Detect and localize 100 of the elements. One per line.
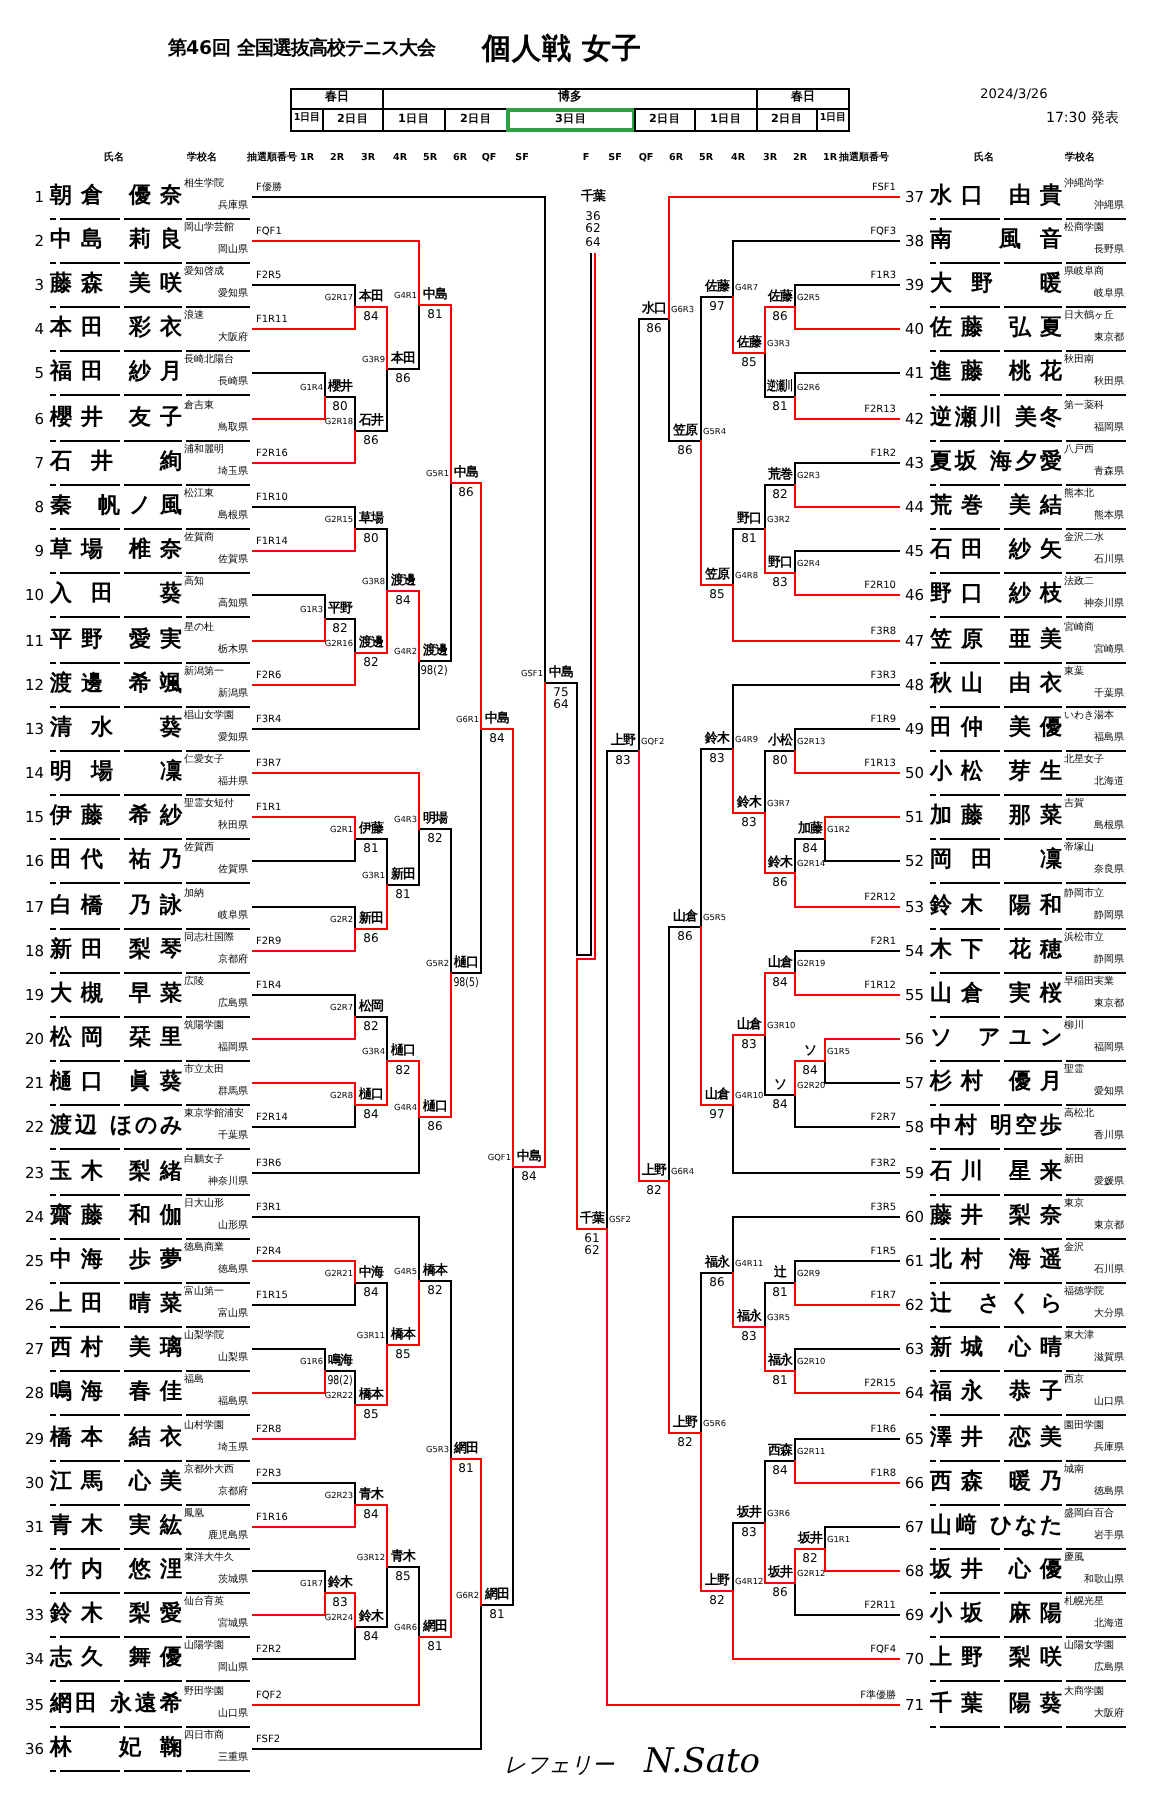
bracket-line (792, 284, 901, 308)
player-name: 藤井 梨奈 (930, 1202, 1062, 1230)
player-name: 本田 彩衣 (50, 314, 182, 342)
player-name: 櫻井 友子 (50, 404, 182, 432)
player-name: 齋藤 和伽 (50, 1202, 182, 1230)
bracket-line (822, 816, 901, 840)
player-name: 佐藤 弘夏 (930, 314, 1062, 342)
player-name: 山﨑 ひなた (930, 1512, 1062, 1540)
bracket-line (251, 1404, 358, 1440)
bracket-line (792, 462, 901, 486)
player-name: 中島 莉良 (50, 226, 182, 254)
player-name: ソ アユン (930, 1024, 1062, 1052)
bracket-line (510, 1166, 516, 1606)
player-name: 千葉 陽葵 (930, 1690, 1062, 1718)
bracket-line (762, 1460, 768, 1524)
bracket-line (666, 926, 672, 1182)
bracket-line (384, 590, 390, 654)
player-name: 新田 梨琴 (50, 936, 182, 964)
bracket-line (251, 1016, 358, 1040)
bracket-line (792, 972, 901, 996)
player-name: 網田 永遠希 (50, 1690, 182, 1718)
player-name: 江馬 心美 (50, 1468, 182, 1496)
bracket-line (792, 372, 901, 398)
bracket-line (251, 430, 358, 464)
player-name: 大野 暖 (930, 270, 1062, 298)
bracket-line (762, 1522, 768, 1584)
bracket-line (251, 994, 358, 1018)
player-name: 岡田 凜 (930, 846, 1062, 874)
player-name: 玉木 梨緒 (50, 1158, 182, 1186)
player-name: 伊藤 希紗 (50, 802, 182, 830)
bracket-line (384, 884, 390, 930)
bracket-line (576, 252, 596, 1230)
player-name: 辻 さくら (930, 1290, 1062, 1318)
bracket-line (384, 1566, 390, 1628)
bracket-line (448, 304, 454, 484)
bracket-line (352, 1592, 358, 1628)
player-name: 竹内 悠浬 (50, 1556, 182, 1584)
player-name: 加藤 那菜 (930, 802, 1062, 830)
bracket-line (251, 816, 358, 840)
player-name: 澤井 恋美 (930, 1424, 1062, 1452)
bracket-line (636, 750, 642, 1182)
bracket-line (251, 1504, 358, 1528)
player-name: 渡辺 ほのみ (50, 1112, 182, 1140)
bracket-line (762, 306, 768, 354)
player-name: 朝倉 優奈 (50, 182, 182, 210)
bracket-line (251, 652, 358, 686)
player-name: 木下 花穂 (930, 936, 1062, 964)
bracket-line (792, 838, 798, 874)
bracket-line (251, 1370, 328, 1394)
bracket-line (792, 1282, 901, 1306)
bracket-line (251, 772, 422, 830)
bracket-line (251, 284, 358, 308)
bracket-line (792, 550, 901, 574)
bracket-line (762, 1282, 768, 1328)
bracket-line (762, 1034, 768, 1096)
bracket-line (792, 1370, 901, 1394)
bracket-line (792, 1094, 901, 1128)
player-name: 草場 椎奈 (50, 536, 182, 564)
player-name: 福田 紗月 (50, 358, 182, 386)
player-name: 青木 実紘 (50, 1512, 182, 1540)
bracket-line (762, 750, 768, 814)
bracket-line (574, 252, 592, 956)
bracket-line (792, 950, 901, 974)
player-name: 田仲 美優 (930, 714, 1062, 742)
bracket-line (822, 1548, 901, 1572)
bracket-line (730, 1272, 736, 1328)
bracket-line (448, 482, 454, 662)
bracket-line (251, 1636, 422, 1706)
bracket-line (251, 1592, 328, 1616)
bracket-line (792, 1438, 901, 1462)
bracket-line (416, 828, 422, 886)
bracket-line (251, 838, 358, 862)
bracket-line (730, 1034, 736, 1106)
player-name: 上田 晴菜 (50, 1290, 182, 1318)
bracket-line (384, 838, 390, 886)
bracket-line (251, 1216, 422, 1282)
player-name: 樋口 眞葵 (50, 1068, 182, 1096)
player-name: 北村 海遥 (930, 1246, 1062, 1274)
bracket-line (251, 1626, 358, 1660)
bracket-line (251, 928, 358, 952)
bracket-line (792, 572, 901, 596)
player-name: 中海 歩夢 (50, 1246, 182, 1274)
bracket-line (762, 1326, 768, 1372)
player-name: 野口 紗枝 (930, 580, 1062, 608)
bracket-line (698, 296, 704, 442)
bracket-line (384, 1016, 390, 1062)
player-name: 鈴木 陽和 (930, 892, 1062, 920)
player-name: 石井 絢 (50, 448, 182, 476)
bracket-line (251, 1482, 358, 1506)
bracket-line (730, 1216, 901, 1274)
bracket-line (666, 196, 901, 320)
player-name: 松岡 栞里 (50, 1024, 182, 1052)
bracket-line (251, 594, 328, 620)
bracket-line (666, 318, 672, 442)
bracket-line (792, 484, 901, 508)
bracket-line (698, 440, 704, 586)
bracket-line (251, 1570, 328, 1594)
bracket-line (762, 484, 768, 530)
bracket-line (510, 728, 516, 1168)
player-name: 西森 暖乃 (930, 1468, 1062, 1496)
